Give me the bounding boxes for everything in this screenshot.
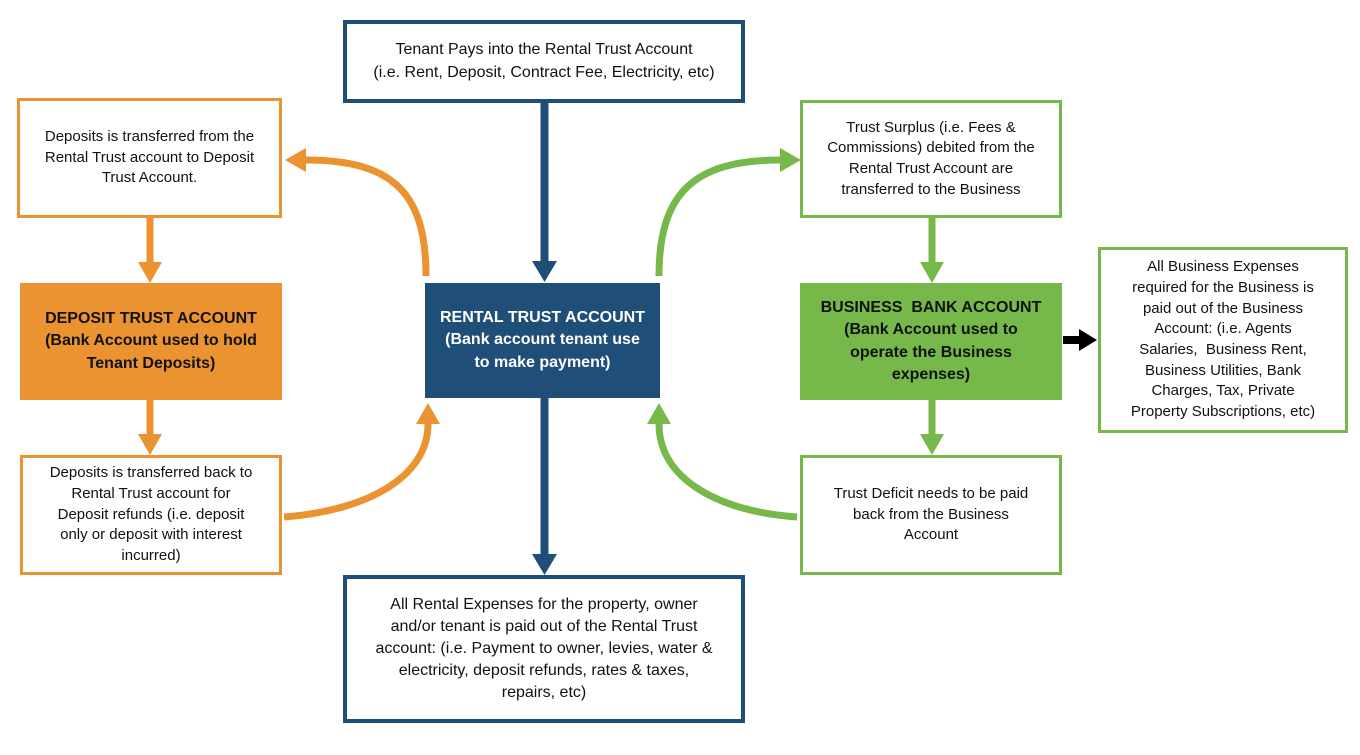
- arrow-business-to-busexpenses: [1063, 329, 1097, 351]
- arrow-tenant-to-rental: [532, 103, 557, 282]
- box-deposit-back-to-rental: Deposits is transferred back to Rental T…: [20, 455, 282, 575]
- box-business-bank-account: BUSINESS BANK ACCOUNT (Bank Account used…: [800, 283, 1062, 400]
- box-business-expenses-text: All Business Expenses required for the B…: [1130, 258, 1316, 421]
- box-trust-surplus: Trust Surplus (i.e. Fees & Commissions) …: [800, 100, 1062, 218]
- arrow-business-to-deficit: [920, 400, 944, 455]
- box-deposit-from-rental: Deposits is transferred from the Rental …: [17, 98, 282, 218]
- box-deposit-back-to-rental-text: Deposits is transferred back to Rental T…: [49, 464, 253, 565]
- box-rental-trust-account-text: RENTAL TRUST ACCOUNT (Bank account tenan…: [439, 309, 646, 371]
- box-business-bank-account-text: BUSINESS BANK ACCOUNT (Bank Account used…: [820, 299, 1042, 383]
- arrow-rental-to-expenses: [532, 398, 557, 575]
- arrow-deficit-to-rental: [647, 403, 798, 521]
- box-trust-deficit-text: Trust Deficit needs to be paid back from…: [833, 484, 1029, 544]
- box-tenant-pays: Tenant Pays into the Rental Trust Accoun…: [343, 20, 745, 103]
- box-rental-trust-account: RENTAL TRUST ACCOUNT (Bank account tenan…: [425, 283, 660, 398]
- arrow-depositnote-to-deposittrust: [138, 218, 162, 283]
- box-trust-surplus-text: Trust Surplus (i.e. Fees & Commissions) …: [827, 118, 1035, 198]
- arrow-refund-to-rental: [283, 403, 440, 521]
- arrow-rental-to-surplus: [655, 148, 801, 277]
- box-business-expenses: All Business Expenses required for the B…: [1098, 247, 1348, 433]
- box-rental-expenses-text: All Rental Expenses for the property, ow…: [375, 595, 713, 702]
- box-rental-expenses: All Rental Expenses for the property, ow…: [343, 575, 745, 723]
- box-deposit-trust-account: DEPOSIT TRUST ACCOUNT (Bank Account used…: [20, 283, 282, 400]
- box-tenant-pays-text: Tenant Pays into the Rental Trust Accoun…: [373, 41, 715, 81]
- box-trust-deficit: Trust Deficit needs to be paid back from…: [800, 455, 1062, 575]
- box-deposit-from-rental-text: Deposits is transferred from the Rental …: [44, 127, 255, 187]
- box-deposit-trust-account-text: DEPOSIT TRUST ACCOUNT (Bank Account used…: [45, 310, 257, 372]
- arrow-rental-to-deposit-note: [285, 148, 430, 277]
- arrow-deposittrust-to-refund: [138, 400, 162, 455]
- arrow-surplus-to-business: [920, 218, 944, 283]
